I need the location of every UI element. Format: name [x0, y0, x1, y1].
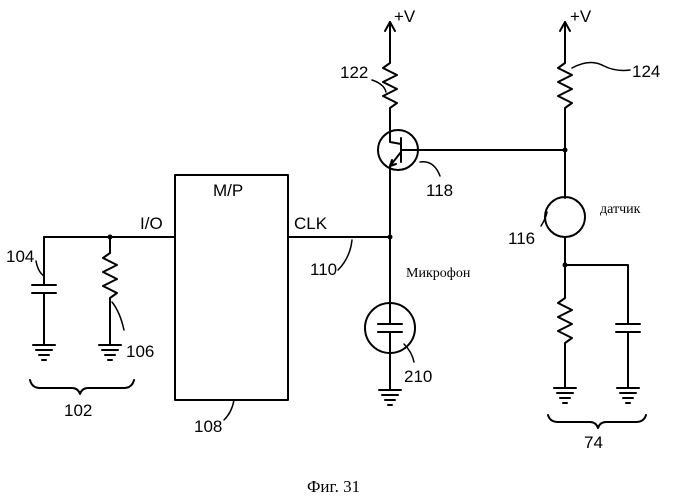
label-102: 102 — [64, 401, 92, 420]
transistor-118 — [378, 130, 568, 237]
resistor-sensor — [558, 265, 572, 388]
microprocessor-block — [175, 175, 288, 400]
label-74: 74 — [584, 433, 603, 452]
leader-108 — [224, 400, 234, 420]
brace-74 — [548, 415, 646, 428]
figure-caption: Фиг. 31 — [307, 477, 360, 496]
label-122: 122 — [340, 63, 368, 82]
supply-left — [385, 22, 395, 55]
resistor-122 — [383, 55, 397, 130]
supply-right — [560, 22, 570, 55]
label-clk: CLK — [294, 214, 328, 233]
label-sensor: датчик — [600, 202, 641, 217]
brace-102 — [30, 380, 134, 394]
label-106: 106 — [126, 342, 154, 361]
capacitor-104 — [32, 237, 56, 345]
leader-124 — [572, 62, 630, 70]
leader-118 — [420, 162, 440, 176]
resistor-124 — [558, 55, 572, 198]
label-v-right: +V — [570, 7, 592, 26]
label-210: 210 — [404, 367, 432, 386]
resistor-106 — [103, 237, 117, 345]
label-110: 110 — [310, 260, 337, 279]
clk-line — [288, 235, 393, 240]
label-118: 118 — [426, 181, 453, 200]
ground-104 — [33, 345, 55, 360]
label-microphone: Микрофон — [406, 266, 471, 281]
label-124: 124 — [632, 62, 660, 81]
label-108: 108 — [194, 417, 222, 436]
label-v-left: +V — [394, 7, 416, 26]
leader-110 — [338, 240, 352, 270]
label-io: I/O — [140, 214, 163, 233]
leader-104 — [36, 261, 44, 276]
leader-210 — [404, 344, 414, 362]
sensor-116 — [545, 197, 585, 268]
ground-210 — [379, 390, 401, 405]
ground-sensor-r — [554, 388, 576, 403]
label-mp: M/P — [213, 181, 243, 200]
ground-sensor-c — [617, 388, 639, 403]
label-104: 104 — [6, 247, 34, 266]
capacitor-sensor — [565, 265, 640, 388]
label-116: 116 — [508, 229, 535, 248]
ground-106 — [99, 345, 121, 360]
leader-106 — [112, 302, 124, 330]
